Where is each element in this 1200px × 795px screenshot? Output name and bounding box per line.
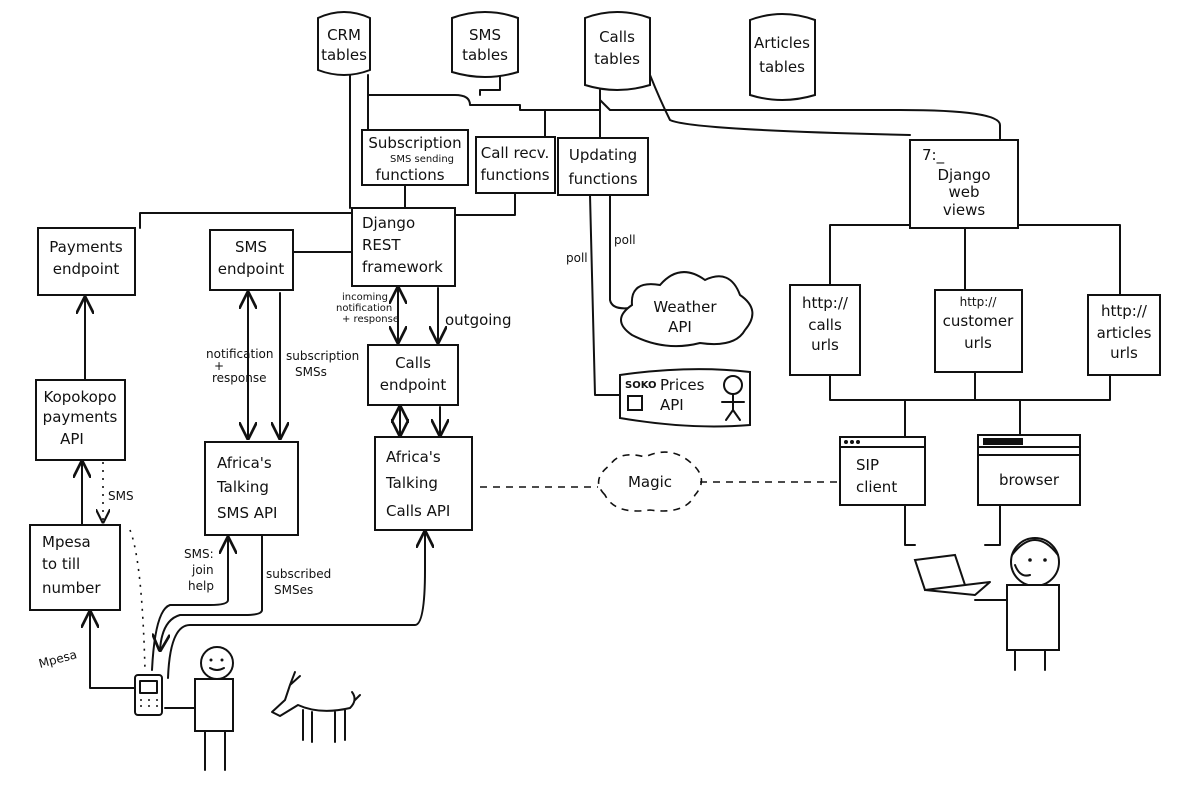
urls-clients-lines <box>829 371 1111 438</box>
svg-text:7:_: 7:_ <box>922 146 945 165</box>
calls-tables-views-line <box>649 74 911 136</box>
sms-tables-line <box>479 74 501 96</box>
poll-label-1: poll <box>566 251 588 265</box>
magic-cloud: Magic <box>597 451 703 512</box>
magic-dashed-link <box>480 481 840 488</box>
goat-icon <box>271 671 361 743</box>
svg-text:Call recv.functions: Call recv.functions <box>480 144 549 184</box>
person-icon <box>164 646 234 771</box>
call-recv-functions-box[interactable]: Call recv.functions <box>475 136 556 194</box>
soko-logo: SOKO <box>625 380 657 391</box>
browser-window[interactable]: browser <box>977 434 1081 506</box>
svg-text:browser: browser <box>999 471 1060 489</box>
phone-mpesa-arrow <box>90 612 141 689</box>
views-urls-lines <box>829 224 1121 296</box>
sms-to-phone-dotted <box>129 529 146 671</box>
updating-prices-poll-line <box>589 194 623 396</box>
sms-dotted-label: SMS <box>108 489 134 503</box>
phone-atcalls-arrow <box>167 532 425 679</box>
laptop-icon <box>913 553 991 596</box>
logo-square <box>627 395 643 411</box>
updating-weather-poll-line <box>609 194 631 310</box>
person-with-headset-icon <box>974 537 1060 671</box>
poll-label-2: poll <box>614 233 636 247</box>
mpesa-label: Mpesa <box>37 647 78 671</box>
subscribed-smses-arrow <box>160 534 263 650</box>
stick-figure-icon <box>721 375 745 421</box>
rest-payments-line <box>139 212 353 229</box>
notification-label: notification+response <box>206 347 273 385</box>
clients-laptop-lines <box>904 504 1001 546</box>
mobile-phone-icon <box>134 674 163 716</box>
outgoing-label: outgoing <box>445 311 511 329</box>
svg-text:Magic: Magic <box>628 473 672 491</box>
callrecv-rest-line <box>454 192 516 216</box>
